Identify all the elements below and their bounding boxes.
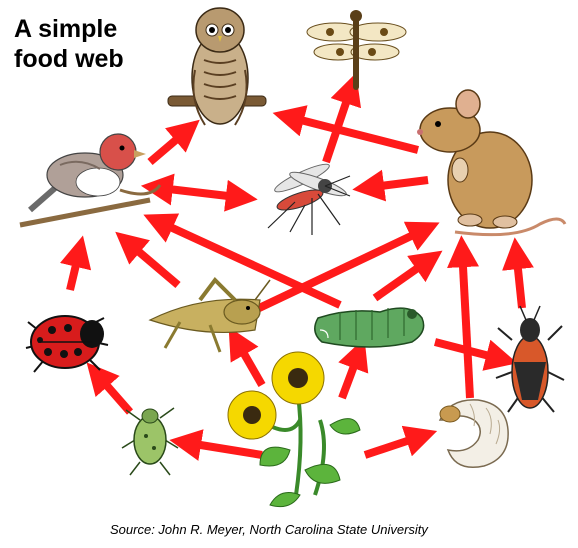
dragonfly-icon: [307, 10, 406, 90]
arrow-grub-to-mouse: [462, 248, 470, 398]
arrow-grasshopper-to-mouse: [255, 228, 428, 310]
finch-icon: [20, 134, 160, 225]
source-credit: Source: John R. Meyer, North Carolina St…: [110, 522, 428, 537]
owl-icon: [168, 8, 266, 125]
mouse-icon: [417, 90, 565, 235]
caterpillar-icon: [315, 308, 424, 347]
mosquito-icon: [268, 160, 350, 235]
ladybug-icon: [26, 316, 108, 372]
arrow-assassin-bug-to-mouse: [516, 250, 522, 308]
flower-head-top: [272, 352, 324, 404]
arrow-flowers-to-caterpillar: [342, 350, 360, 398]
arrow-mouse-to-mosquito: [365, 180, 428, 188]
arrow-mouse-to-owl: [285, 116, 418, 150]
assassin-bug-icon: [496, 306, 564, 412]
arrow-caterpillar-to-mouse: [375, 258, 432, 298]
arrow-finch-mosquito-double: [160, 188, 245, 198]
arrow-finch-to-owl: [150, 128, 190, 162]
arrow-grasshopper-to-finch: [125, 240, 178, 285]
arrow-flowers-to-grub: [365, 435, 425, 455]
flower-head-bottom: [228, 391, 276, 439]
arrow-ladybug-to-finch: [70, 248, 80, 290]
flowers-icon: [228, 352, 360, 507]
grub-icon: [440, 400, 508, 467]
grasshopper-icon: [150, 280, 270, 352]
arrow-flowers-to-aphid: [182, 442, 262, 455]
aphid-icon: [122, 408, 178, 475]
arrow-aphid-to-ladybug: [95, 372, 130, 412]
arrow-flowers-to-grasshopper: [235, 338, 262, 385]
